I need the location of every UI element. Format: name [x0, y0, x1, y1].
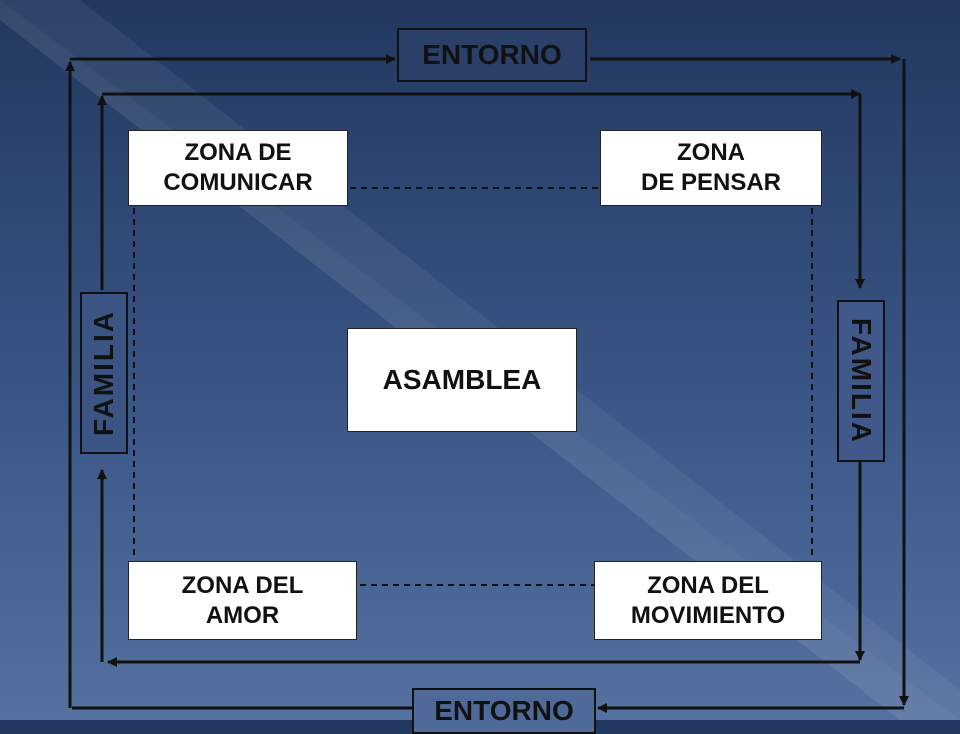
- familia-right-text: FAMILIA: [846, 318, 877, 444]
- zona-movimiento-box: ZONA DEL MOVIMIENTO: [594, 561, 822, 640]
- zona-amor-line-2: AMOR: [205, 601, 280, 629]
- entorno-top-label: ENTORNO: [397, 28, 587, 82]
- zona-movimiento-line-1: ZONA DEL: [647, 571, 769, 599]
- zona-comunicar-line-2: COMUNICAR: [163, 169, 313, 196]
- zona-pensar-line-2: DE PENSAR: [640, 169, 782, 196]
- zona-comunicar-box: ZONA DE COMUNICAR: [128, 130, 348, 206]
- familia-left-label: FAMILIA: [80, 292, 128, 454]
- asamblea-box: ASAMBLEA: [347, 328, 577, 432]
- zona-amor-box: ZONA DEL AMOR: [128, 561, 357, 640]
- entorno-bottom-label: ENTORNO: [412, 688, 596, 734]
- asamblea-text: ASAMBLEA: [382, 364, 542, 395]
- entorno-top-text: ENTORNO: [422, 39, 562, 70]
- familia-right-label: FAMILIA: [837, 300, 885, 462]
- familia-left-text: FAMILIA: [88, 310, 119, 436]
- zona-pensar-box: ZONA DE PENSAR: [600, 130, 822, 206]
- zona-comunicar-line-1: ZONA DE: [184, 139, 292, 166]
- zona-amor-line-1: ZONA DEL: [181, 571, 304, 599]
- zona-movimiento-line-2: MOVIMIENTO: [630, 601, 786, 629]
- zona-pensar-line-1: ZONA: [677, 139, 745, 166]
- entorno-bottom-text: ENTORNO: [434, 695, 574, 726]
